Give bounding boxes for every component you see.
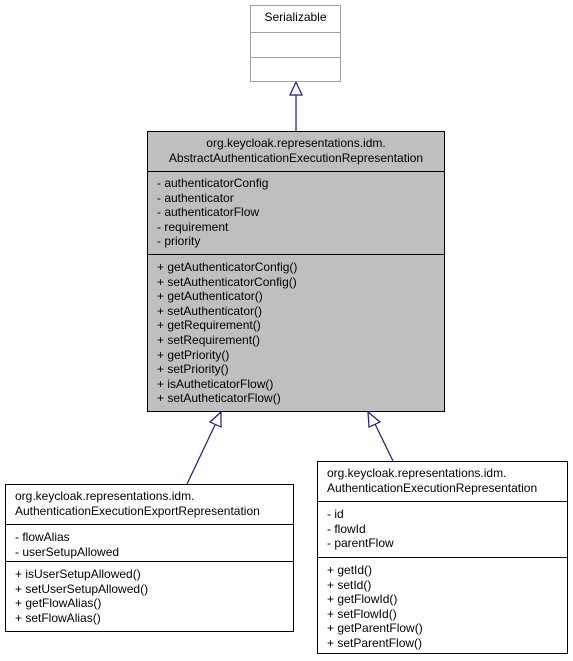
class-abstract-title: org.keycloak.representations.idm. Abstra…: [148, 132, 444, 172]
export-method-item: + getFlowAlias(): [15, 596, 102, 611]
class-authentication-execution[interactable]: org.keycloak.representations.idm. Authen…: [317, 461, 568, 654]
class-export-methods: + isUserSetupAllowed()+ setUserSetupAllo…: [6, 562, 293, 627]
abstract-attribute-item: - authenticatorFlow: [157, 205, 260, 220]
execution-attribute-item: - id: [327, 507, 344, 521]
export-method-item: + setFlowAlias(): [15, 610, 101, 625]
abstract-method-item: + getAuthenticator(): [157, 289, 263, 304]
class-export-attributes: - flowAlias- userSetupAllowed: [6, 525, 293, 562]
class-abstract-package: org.keycloak.representations.idm.: [206, 136, 386, 150]
execution-attribute-item: - flowId: [327, 521, 366, 536]
execution-method-item: + getId(): [327, 563, 373, 577]
class-serializable-attributes: [251, 33, 340, 58]
class-export-title: org.keycloak.representations.idm. Authen…: [6, 485, 293, 525]
export-attribute-item: - userSetupAllowed: [15, 544, 120, 559]
class-export-name: AuthenticationExecutionExportRepresentat…: [15, 504, 260, 518]
abstract-attribute-item: - priority: [157, 234, 201, 249]
class-abstract-methods: + getAuthenticatorConfig()+ setAuthentic…: [148, 255, 444, 408]
arrowhead-abstract-left: [208, 410, 222, 428]
abstract-method-item: + setAuthenticator(): [157, 303, 263, 318]
class-abstract-name: AbstractAuthenticationExecutionRepresent…: [168, 151, 424, 165]
class-execution-attributes: - id- flowId- parentFlow: [318, 502, 567, 558]
export-attribute-item: - flowAlias: [15, 530, 70, 544]
class-execution-name: AuthenticationExecutionRepresentation: [327, 481, 538, 495]
class-serializable-title: Serializable: [251, 6, 340, 33]
class-authentication-execution-export[interactable]: org.keycloak.representations.idm. Authen…: [5, 484, 294, 632]
class-serializable[interactable]: Serializable: [250, 5, 341, 82]
class-abstract-attributes: - authenticatorConfig- authenticator- au…: [148, 172, 444, 255]
class-serializable-methods: [251, 58, 340, 81]
arrowhead-abstract-right: [367, 410, 382, 428]
abstract-attribute-item: - authenticator: [157, 190, 234, 205]
class-execution-package: org.keycloak.representations.idm.: [327, 466, 507, 480]
abstract-method-item: + isAutheticatorFlow(): [157, 376, 274, 391]
arrow-execution-to-abstract: [374, 423, 394, 462]
execution-method-item: + getParentFlow(): [327, 621, 423, 636]
class-execution-title: org.keycloak.representations.idm. Authen…: [318, 462, 567, 502]
export-method-item: + isUserSetupAllowed(): [15, 567, 141, 581]
abstract-method-item: + getAuthenticatorConfig(): [157, 260, 298, 274]
abstract-method-item: + setRequirement(): [157, 332, 261, 347]
abstract-method-item: + getPriority(): [157, 347, 230, 362]
execution-attribute-item: - parentFlow: [327, 536, 394, 551]
arrowhead-serializable: [289, 80, 303, 96]
abstract-method-item: + getRequirement(): [157, 318, 261, 333]
execution-method-item: + setParentFlow(): [327, 635, 423, 650]
export-method-item: + setUserSetupAllowed(): [15, 581, 149, 596]
abstract-method-item: + setPriority(): [157, 362, 229, 377]
execution-method-item: + setId(): [327, 577, 372, 592]
class-export-package: org.keycloak.representations.idm.: [15, 489, 195, 503]
abstract-attribute-item: - requirement: [157, 219, 229, 234]
execution-method-item: + setFlowId(): [327, 606, 397, 621]
execution-method-item: + getFlowId(): [327, 592, 398, 607]
class-abstract-authentication-execution[interactable]: org.keycloak.representations.idm. Abstra…: [147, 131, 445, 412]
arrow-export-to-abstract: [186, 424, 216, 485]
abstract-attribute-item: - authenticatorConfig: [157, 176, 269, 190]
abstract-method-item: + setAutheticatorFlow(): [157, 391, 281, 406]
abstract-method-item: + setAuthenticatorConfig(): [157, 274, 297, 289]
class-execution-methods: + getId()+ setId()+ getFlowId()+ setFlow…: [318, 558, 567, 653]
